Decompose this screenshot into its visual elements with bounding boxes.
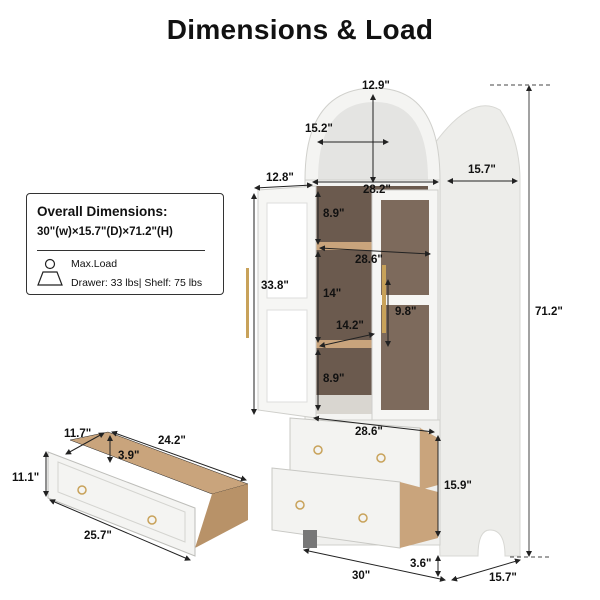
dim-top-depth: 15.7" <box>468 164 496 176</box>
dim-top-compartment-height: 8.9" <box>323 208 345 220</box>
dim-total-height: 71.2" <box>535 306 563 318</box>
page-title: Dimensions & Load <box>166 14 434 45</box>
dim-handle-length: 9.8" <box>395 306 417 318</box>
overall-dimensions-value: 30"(w)×15.7"(D)×71.2"(H) <box>37 226 173 238</box>
dim-arch-inner-width: 15.2" <box>305 123 333 135</box>
dim-bottom-compartment-height: 8.9" <box>323 373 345 385</box>
load-values: Drawer: 33 lbs| Shelf: 75 lbs <box>71 277 203 289</box>
dim-middle-compartment-height: 14" <box>323 288 342 300</box>
overall-dimensions-heading: Overall Dimensions: <box>37 204 168 219</box>
dim-arch-inner-height: 12.9" <box>362 80 390 92</box>
max-load-label: Max.Load <box>71 258 118 270</box>
dim-drawer-section-height: 15.9" <box>444 480 472 492</box>
dim-total-depth: 15.7" <box>489 572 517 584</box>
dim-drawer-inner-depth: 11.7" <box>64 428 92 440</box>
dim-drawer-front-height: 11.1" <box>12 472 40 484</box>
dim-shelf-depth: 14.2" <box>336 320 364 332</box>
dim-total-width: 30" <box>352 570 371 582</box>
weight-icon <box>37 258 63 286</box>
dim-open-door-width: 12.8" <box>266 172 294 184</box>
overall-dimensions-box: Overall Dimensions: 30"(w)×15.7"(D)×71.2… <box>26 193 224 295</box>
dim-base-width: 28.6" <box>355 426 383 438</box>
dim-door-height: 33.8" <box>261 280 289 292</box>
dim-drawer-inner-length: 24.2" <box>158 435 186 447</box>
divider <box>37 250 205 251</box>
dim-drawer-inner-height: 3.9" <box>118 450 140 462</box>
dim-shelf-width: 28.6" <box>355 254 383 266</box>
dim-drawer-front-width: 25.7" <box>84 530 112 542</box>
dim-inner-width-top: 28.2" <box>363 184 391 196</box>
dim-leg-height: 3.6" <box>410 558 432 570</box>
